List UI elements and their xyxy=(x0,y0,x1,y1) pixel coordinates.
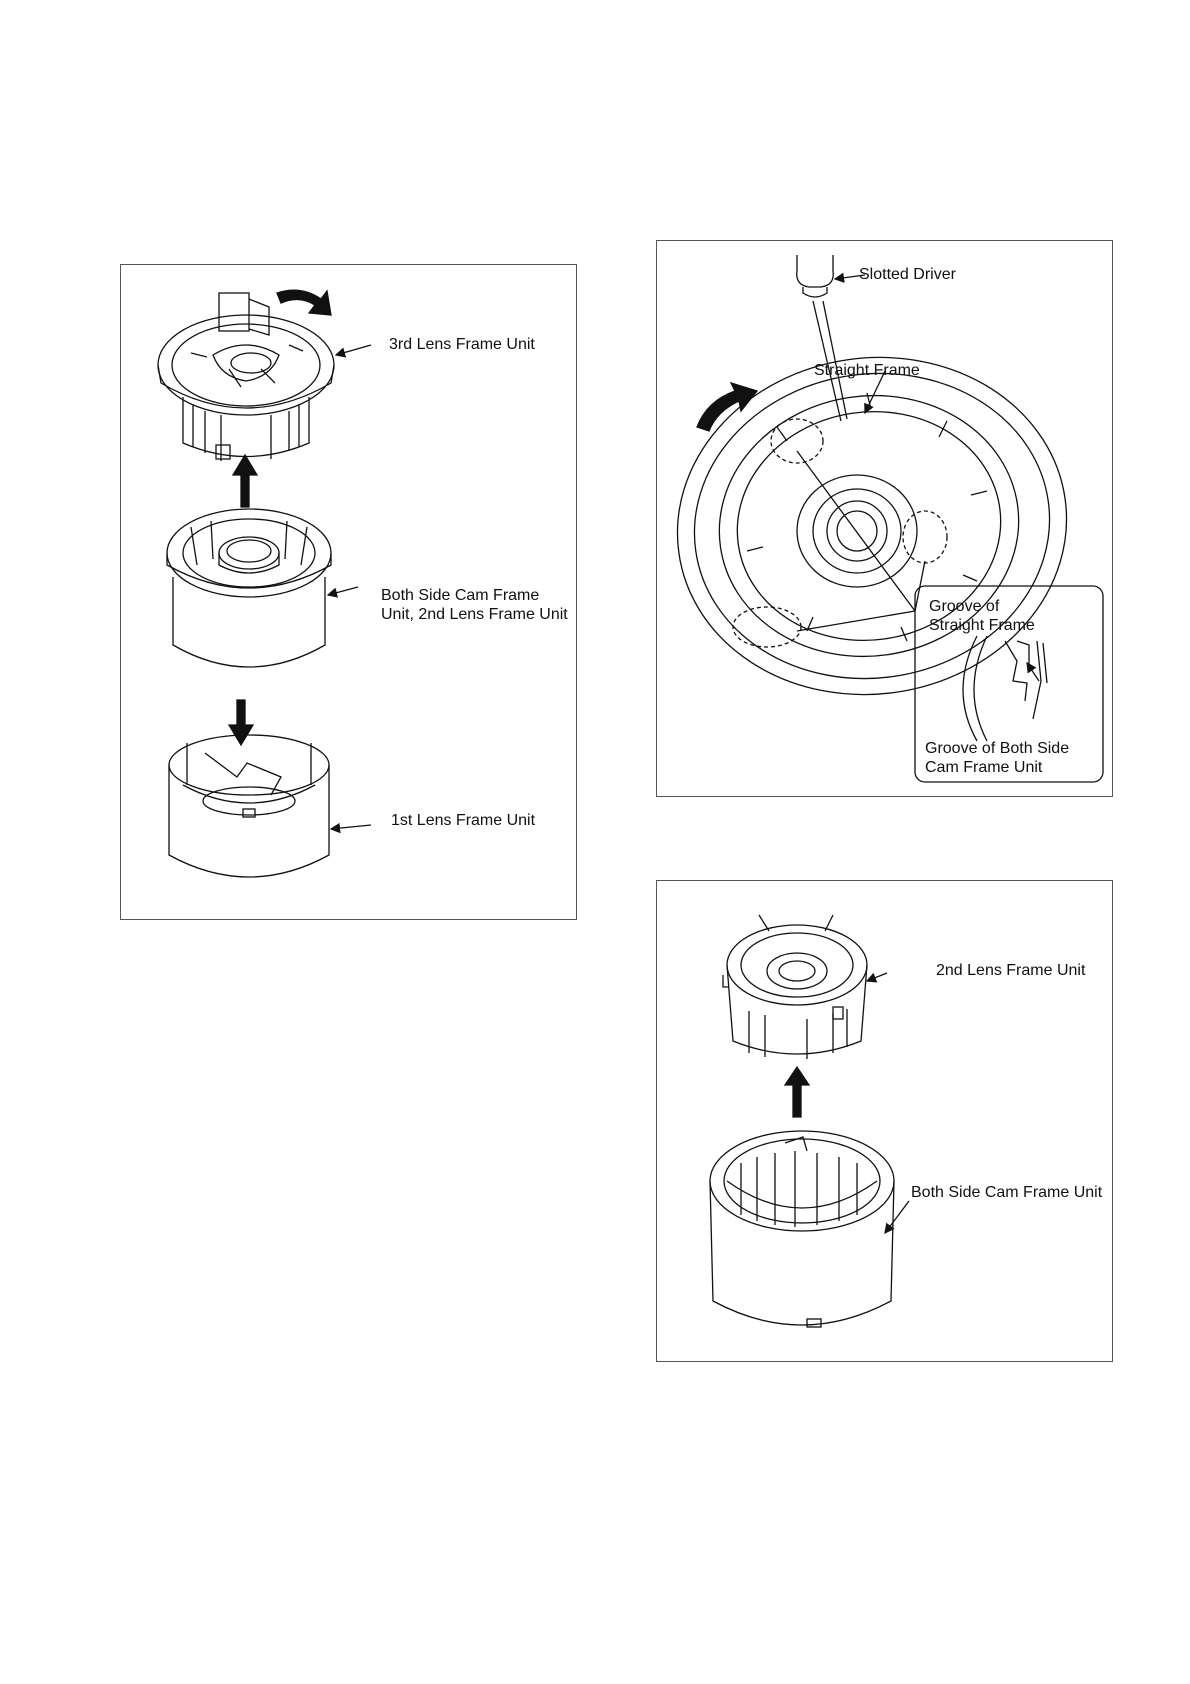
label-straight-frame: Straight Frame xyxy=(814,361,920,380)
both-side-cam-frame-unit-drawing xyxy=(710,1131,894,1327)
diagram-straight-frame xyxy=(657,241,1112,796)
panel-second-lens-frame-removal: 2nd Lens Frame Unit Both Side Cam Frame … xyxy=(656,880,1113,1362)
cam-frame-unit-drawing xyxy=(167,509,331,667)
label-cam-frame-line1: Both Side Cam Frame xyxy=(381,586,539,605)
label-groove-cam-line2: Cam Frame Unit xyxy=(925,758,1042,777)
rotate-arrow-icon xyxy=(697,383,757,431)
leader-arrow-icon xyxy=(885,1201,909,1233)
leader-arrow-icon xyxy=(867,973,887,981)
label-both-side-cam-frame-unit: Both Side Cam Frame Unit xyxy=(911,1183,1102,1202)
rotate-arrow-icon xyxy=(277,290,331,315)
leader-arrow-icon xyxy=(1027,663,1039,681)
diagram-second-lens-frame xyxy=(657,881,1112,1361)
leader-arrow-icon xyxy=(328,587,358,595)
leader-arrow-icon xyxy=(336,345,371,355)
label-cam-frame-line2: Unit, 2nd Lens Frame Unit xyxy=(381,605,568,624)
label-groove-cam-line1: Groove of Both Side xyxy=(925,739,1069,758)
label-groove-straight-line2: Straight Frame xyxy=(929,616,1035,635)
label-second-lens-frame-unit: 2nd Lens Frame Unit xyxy=(936,961,1085,980)
third-lens-frame-unit-drawing xyxy=(158,293,334,461)
slotted-driver-drawing xyxy=(797,255,847,421)
label-groove-straight-line1: Groove of xyxy=(929,597,999,616)
up-arrow-icon xyxy=(233,455,257,507)
up-arrow-icon xyxy=(785,1067,809,1117)
label-third-lens-frame-unit: 3rd Lens Frame Unit xyxy=(389,335,535,354)
lens-barrel-drawing xyxy=(657,332,1088,719)
first-lens-frame-unit-drawing xyxy=(169,735,329,877)
leader-arrow-icon xyxy=(331,825,371,829)
panel-disassembly-overview: 3rd Lens Frame Unit Both Side Cam Frame … xyxy=(120,264,577,920)
second-lens-frame-unit-drawing xyxy=(723,915,867,1059)
label-first-lens-frame-unit: 1st Lens Frame Unit xyxy=(391,811,535,830)
groove-detail-drawing xyxy=(963,636,1047,741)
panel-straight-frame-removal: Slotted Driver Straight Frame Groove of … xyxy=(656,240,1113,797)
down-arrow-icon xyxy=(229,700,253,745)
label-slotted-driver: Slotted Driver xyxy=(859,265,956,284)
